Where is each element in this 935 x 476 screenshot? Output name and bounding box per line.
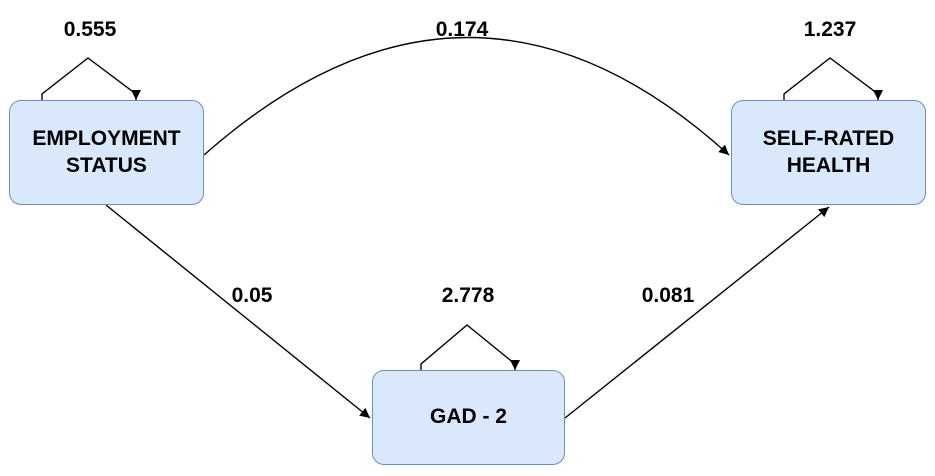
- variance-label-gad2: 2.778: [441, 284, 495, 307]
- node-self-rated-health-line1: SELF-RATED: [762, 127, 895, 151]
- path-label-employment-to-health: 0.174: [435, 18, 489, 41]
- variance-label-self-rated-health: 1.237: [803, 18, 857, 41]
- node-self-rated-health: SELF-RATED HEALTH: [731, 100, 926, 205]
- node-employment-status-line1: EMPLOYMENT: [32, 127, 181, 151]
- node-gad2-label: GAD - 2: [429, 405, 507, 429]
- variance-loop-gad2: [416, 324, 520, 380]
- node-employment-status: EMPLOYMENT STATUS: [9, 100, 204, 205]
- variance-label-employment-status: 0.555: [63, 18, 117, 41]
- variance-loop-employment-status: [37, 57, 141, 110]
- path-label-employment-to-gad2: 0.05: [231, 284, 273, 307]
- node-gad2: GAD - 2: [372, 370, 565, 465]
- path-label-gad2-to-health: 0.081: [641, 284, 695, 307]
- edge-employment-to-health: [203, 36, 730, 156]
- edge-employment-to-gad2: [105, 204, 371, 419]
- node-self-rated-health-line2: HEALTH: [786, 153, 871, 177]
- edge-gad2-to-health: [564, 206, 830, 419]
- node-employment-status-line2: STATUS: [66, 153, 147, 177]
- variance-loop-self-rated-health: [779, 57, 883, 110]
